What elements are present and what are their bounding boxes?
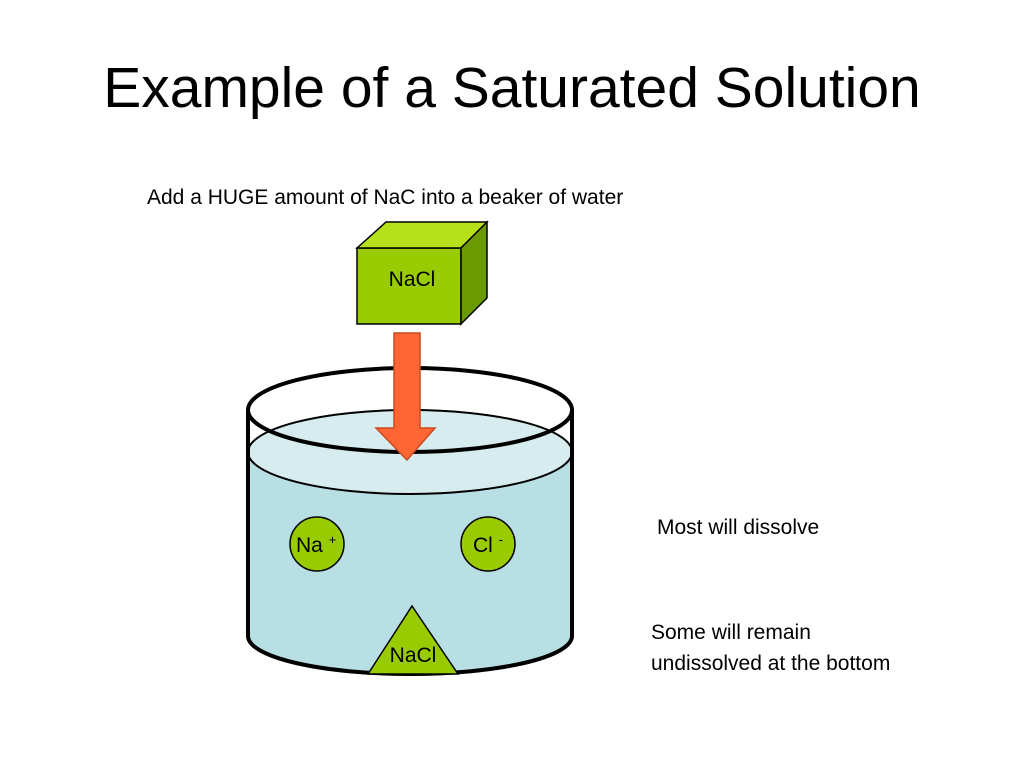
cube-side-face: [460, 220, 488, 326]
chloride-ion: Cl -: [460, 516, 516, 572]
undissolved-note-line-2: undissolved at the bottom: [651, 652, 891, 675]
sodium-symbol: Na: [296, 534, 323, 557]
chloride-ion-circle: [460, 516, 516, 572]
cube-label: NaCl: [389, 268, 436, 291]
sodium-ion-circle: [289, 516, 345, 572]
undissolved-note-line-1: Some will remain: [651, 621, 811, 644]
chloride-charge: -: [499, 532, 503, 547]
slide-title: Example of a Saturated Solution: [103, 56, 921, 120]
chloride-ion-label: Cl -: [473, 532, 503, 557]
down-arrow-icon: [374, 332, 437, 462]
chloride-symbol: Cl: [473, 534, 493, 557]
sediment-triangle: [366, 604, 460, 675]
sodium-charge: +: [329, 532, 337, 547]
dissolve-note: Most will dissolve: [657, 516, 820, 539]
salt-cube-icon: NaCl: [355, 220, 489, 326]
instruction-text: Add a HUGE amount of NaC into a beaker o…: [147, 186, 624, 209]
water-body: [248, 452, 572, 674]
sediment-label: NaCl: [390, 644, 437, 667]
undissolved-note: Some will remain undissolved at the bott…: [651, 617, 890, 679]
sediment-triangle-icon: NaCl: [366, 604, 460, 675]
sodium-ion-label: Na +: [296, 532, 336, 557]
sodium-ion: Na +: [289, 516, 345, 572]
